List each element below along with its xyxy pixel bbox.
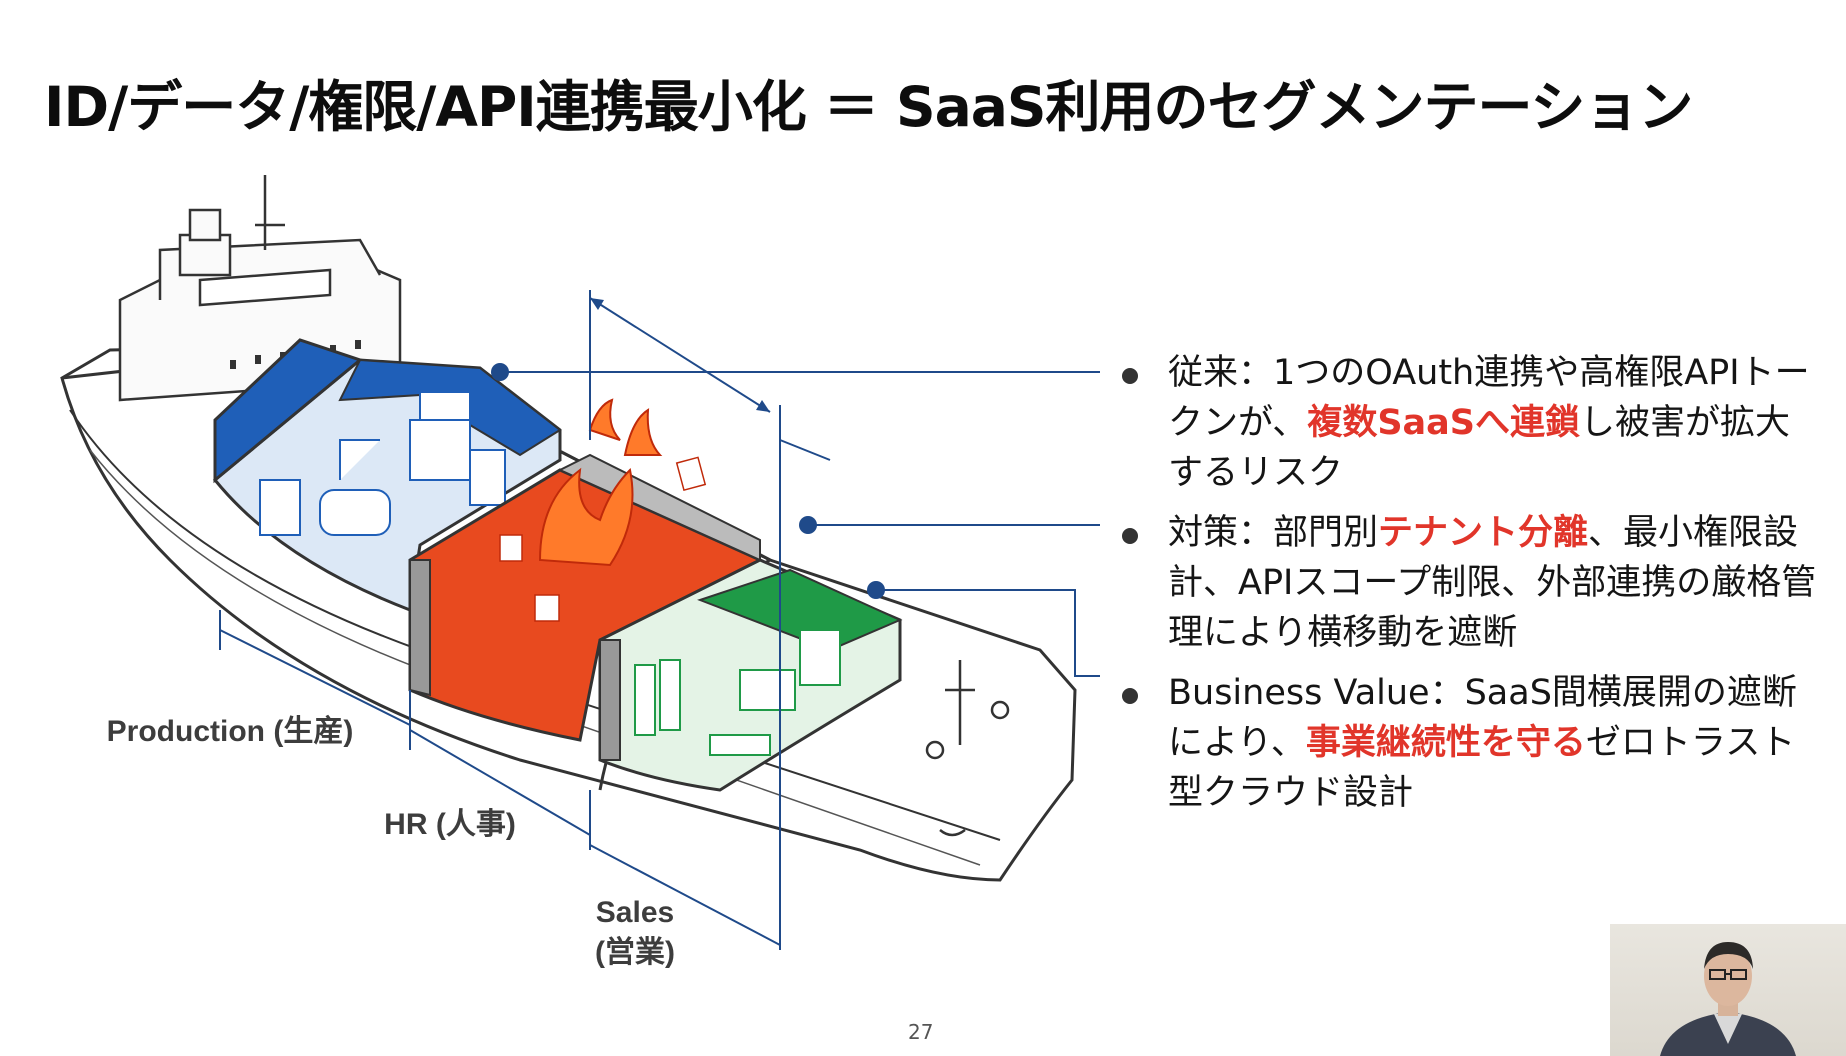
bullet-text: し被害が拡大するリスク bbox=[1168, 403, 1790, 493]
production-compartment bbox=[212, 338, 562, 613]
bullet-text: 、最小権限設計、APIスコープ制限、外部連携の厳格管理により横移動を遮断 bbox=[1168, 513, 1817, 653]
bullet-highlight: 複数SaaSへ連鎖 bbox=[1307, 403, 1580, 443]
page-number: 27 bbox=[908, 1020, 934, 1044]
presenter-video bbox=[1610, 924, 1846, 1056]
presenter-avatar bbox=[1660, 942, 1796, 1056]
bullet-item: 従来：1つのOAuth連携や高権限APIトークンが、複数SaaSへ連鎖し被害が拡… bbox=[1120, 348, 1820, 498]
bullet-item: 対策：部門別テナント分離、最小権限設計、APIスコープ制限、外部連携の厳格管理に… bbox=[1120, 508, 1820, 658]
label-hr: HR (人事) bbox=[384, 808, 516, 841]
bullet-text: 対策：部門別 bbox=[1168, 513, 1379, 553]
bullet-text: ゼロトラスト型クラウド設計 bbox=[1168, 723, 1796, 813]
bullet-item: Business Value：SaaS間横展開の遮断により、事業継続性を守るゼロ… bbox=[1120, 668, 1820, 818]
sales-compartment bbox=[598, 558, 903, 792]
label-sales: Sales (営業) bbox=[580, 893, 690, 973]
bullet-text: Business Value：SaaS間横展開の遮断により、 bbox=[1168, 673, 1797, 763]
label-production: Production (生産) bbox=[106, 715, 354, 748]
bullet-highlight: 事業継続性を守る bbox=[1305, 723, 1586, 763]
bullet-text: 従来：1つのOAuth連携や高権限APIトークンが、 bbox=[1168, 353, 1810, 443]
hr-compartment bbox=[408, 398, 764, 742]
label-sales-line1: Sales bbox=[595, 896, 675, 929]
slide-title: ID/データ/権限/API連携最小化 ＝ SaaS利用のセグメンテーション bbox=[44, 75, 1693, 139]
bullet-highlight: テナント分離 bbox=[1378, 513, 1589, 553]
label-sales-line2: (営業) bbox=[595, 936, 675, 969]
bullet-list: 従来：1つのOAuth連携や高権限APIトークンが、複数SaaSへ連鎖し被害が拡… bbox=[1120, 348, 1820, 828]
